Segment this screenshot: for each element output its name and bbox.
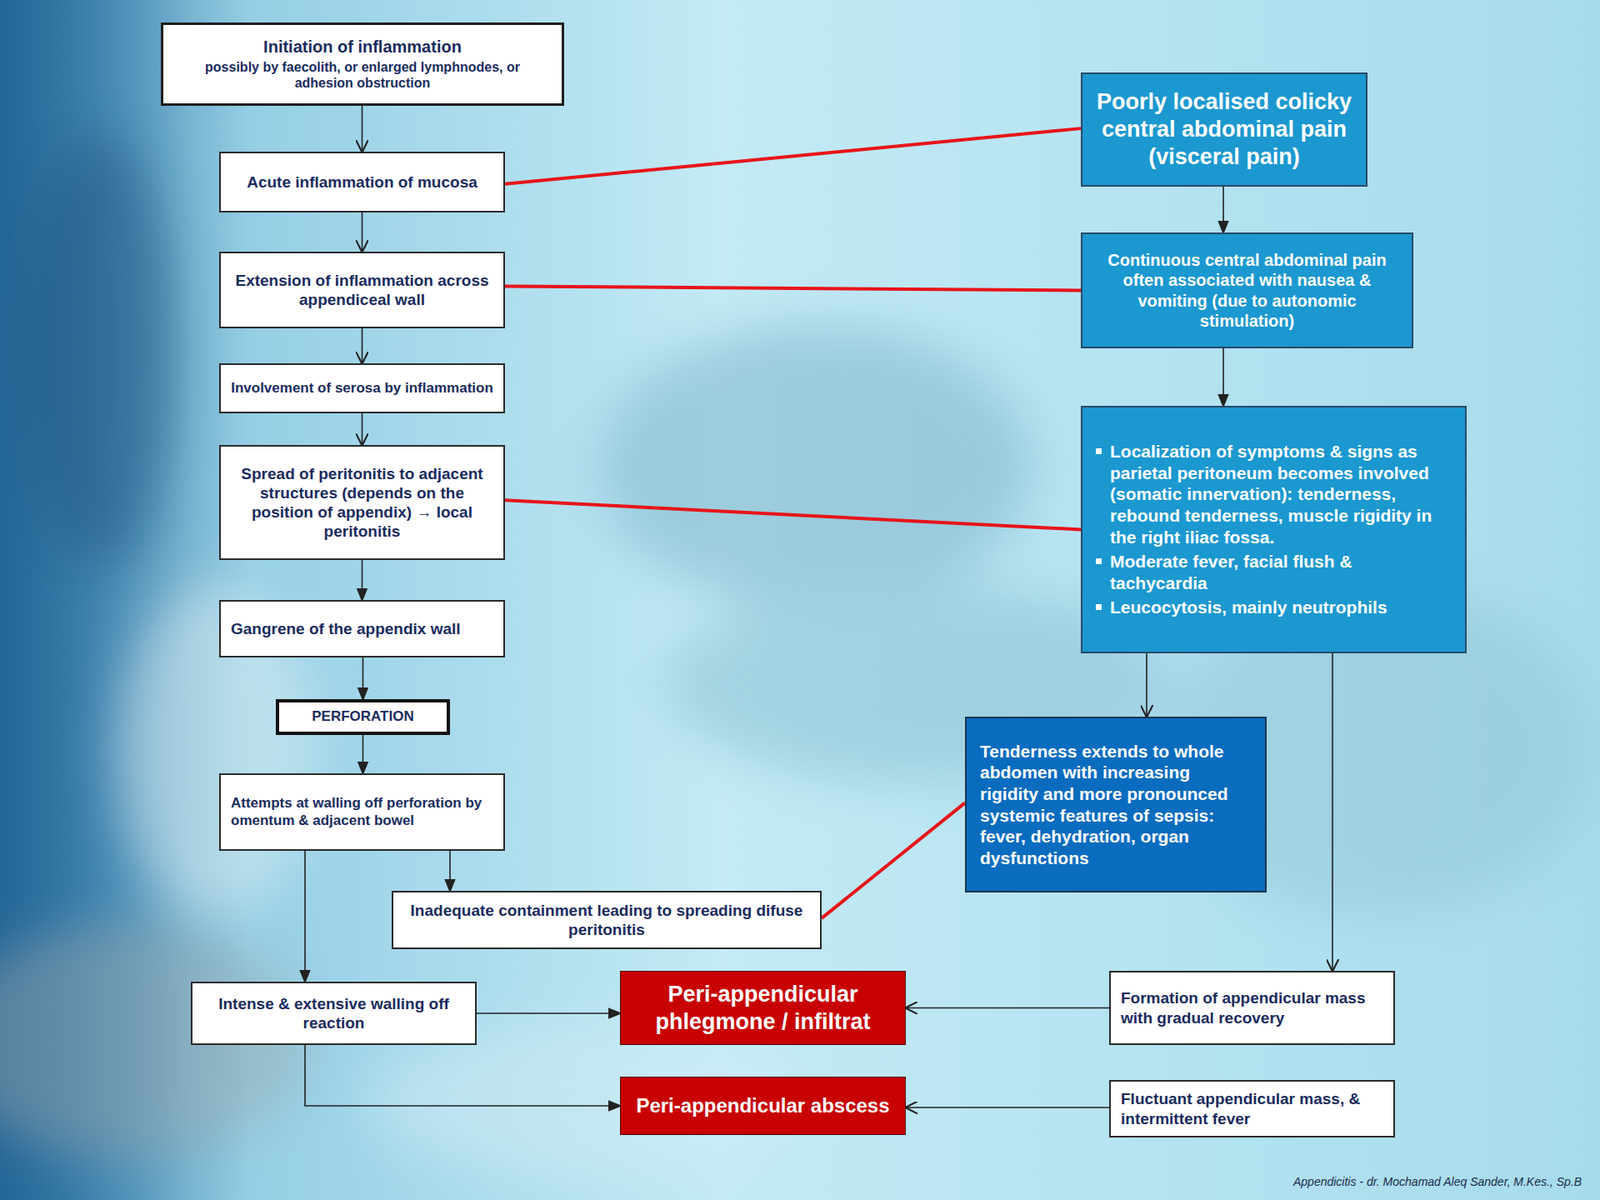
node-text: Continuous central abdominal pain often … bbox=[1095, 250, 1399, 332]
process-box: Initiation of inflammationpossibly by fa… bbox=[160, 22, 565, 106]
flow-arrow bbox=[304, 850, 306, 982]
flow-arrow bbox=[361, 105, 364, 152]
node-text: Gangrene of the appendix wall bbox=[230, 619, 494, 639]
bullet-row: Localization of symptoms & signs as pari… bbox=[1095, 440, 1452, 548]
node-text: Peri-appendicular abscess bbox=[632, 1093, 894, 1118]
flow-arrow bbox=[361, 413, 364, 445]
node-text: Fluctuant appendicular mass, & intermitt… bbox=[1120, 1089, 1384, 1128]
flow-arrow bbox=[362, 657, 365, 700]
process-box: Spread of peritonitis to adjacent struct… bbox=[219, 445, 505, 560]
link-line bbox=[505, 500, 1081, 530]
event-box: PERFORATION bbox=[275, 699, 450, 735]
node-text: Intense & extensive walling off reaction bbox=[202, 994, 465, 1033]
process-box: Extension of inflammation across appendi… bbox=[219, 251, 505, 329]
process-box: Acute inflammation of mucosa bbox=[219, 151, 505, 213]
process-box: Fluctuant appendicular mass, & intermitt… bbox=[1109, 1080, 1395, 1138]
process-box: Inadequate containment leading to spread… bbox=[391, 890, 822, 950]
link-line bbox=[505, 285, 1081, 290]
node-text: Poorly localised colicky central abdomin… bbox=[1095, 88, 1353, 171]
symptom-box: Tenderness extends to whole abdomen with… bbox=[965, 716, 1267, 893]
link-line bbox=[505, 128, 1081, 185]
flow-arrow bbox=[1222, 186, 1225, 233]
node-text: Moderate fever, facial flush & tachycard… bbox=[1110, 550, 1452, 594]
outcome-box: Peri-appendicular abscess bbox=[620, 1076, 906, 1135]
bullet-mark bbox=[1095, 448, 1102, 455]
bullet-row: Leucocytosis, mainly neutrophils bbox=[1095, 596, 1452, 619]
flow-arrow bbox=[361, 560, 364, 600]
bullet-mark bbox=[1095, 558, 1102, 565]
flow-arrow bbox=[449, 850, 451, 891]
flow-arrow bbox=[1331, 653, 1334, 971]
node-text: Formation of appendicular mass with grad… bbox=[1120, 988, 1384, 1027]
node-text: Attempts at walling off perforation by o… bbox=[230, 795, 494, 830]
credit-note: Appendicitis - dr. Mochamad Aleq Sander,… bbox=[1293, 1175, 1582, 1189]
node-text: Peri-appendicular phlegmone / infiltrat bbox=[632, 980, 894, 1036]
node-subtext: possibly by faecolith, or enlarged lymph… bbox=[175, 59, 550, 92]
flow-arrow bbox=[305, 1045, 620, 1106]
process-box: Involvement of serosa by inflammation bbox=[219, 363, 505, 414]
flow-arrow bbox=[905, 1007, 1110, 1010]
flow-arrow bbox=[361, 328, 364, 364]
process-box: Formation of appendicular mass with grad… bbox=[1109, 970, 1395, 1045]
link-line bbox=[821, 802, 965, 919]
flow-arrow bbox=[905, 1106, 1110, 1109]
node-text: Inadequate containment leading to spread… bbox=[403, 900, 810, 940]
process-box: Intense & extensive walling off reaction bbox=[190, 981, 477, 1045]
node-text: PERFORATION bbox=[287, 708, 439, 726]
flow-arrow bbox=[362, 735, 365, 774]
flow-arrow bbox=[1222, 348, 1225, 406]
symptom-box: Continuous central abdominal pain often … bbox=[1080, 232, 1414, 349]
node-text: Localization of symptoms & signs as pari… bbox=[1110, 440, 1452, 548]
node-text: Initiation of inflammation bbox=[175, 36, 550, 57]
node-text: Tenderness extends to whole abdomen with… bbox=[980, 740, 1252, 870]
node-text: Involvement of serosa by inflammation bbox=[230, 380, 494, 398]
photo-figure bbox=[25, 133, 175, 567]
flow-arrow bbox=[1145, 653, 1148, 717]
bullet-mark bbox=[1095, 604, 1102, 610]
process-box: Gangrene of the appendix wall bbox=[219, 600, 505, 658]
photo-figure bbox=[600, 325, 1034, 609]
flow-arrow bbox=[476, 1012, 620, 1015]
outcome-box: Peri-appendicular phlegmone / infiltrat bbox=[620, 970, 906, 1045]
flow-arrow bbox=[361, 212, 364, 252]
node-text: Leucocytosis, mainly neutrophils bbox=[1110, 596, 1388, 619]
node-text: Spread of peritonitis to adjacent struct… bbox=[230, 464, 494, 542]
symptom-box: Localization of symptoms & signs as pari… bbox=[1080, 405, 1467, 654]
node-text: Extension of inflammation across appendi… bbox=[230, 270, 494, 310]
symptom-box: Poorly localised colicky central abdomin… bbox=[1080, 72, 1368, 187]
node-text: Acute inflammation of mucosa bbox=[230, 172, 494, 192]
bullet-row: Moderate fever, facial flush & tachycard… bbox=[1095, 550, 1452, 594]
process-box: Attempts at walling off perforation by o… bbox=[219, 773, 505, 851]
